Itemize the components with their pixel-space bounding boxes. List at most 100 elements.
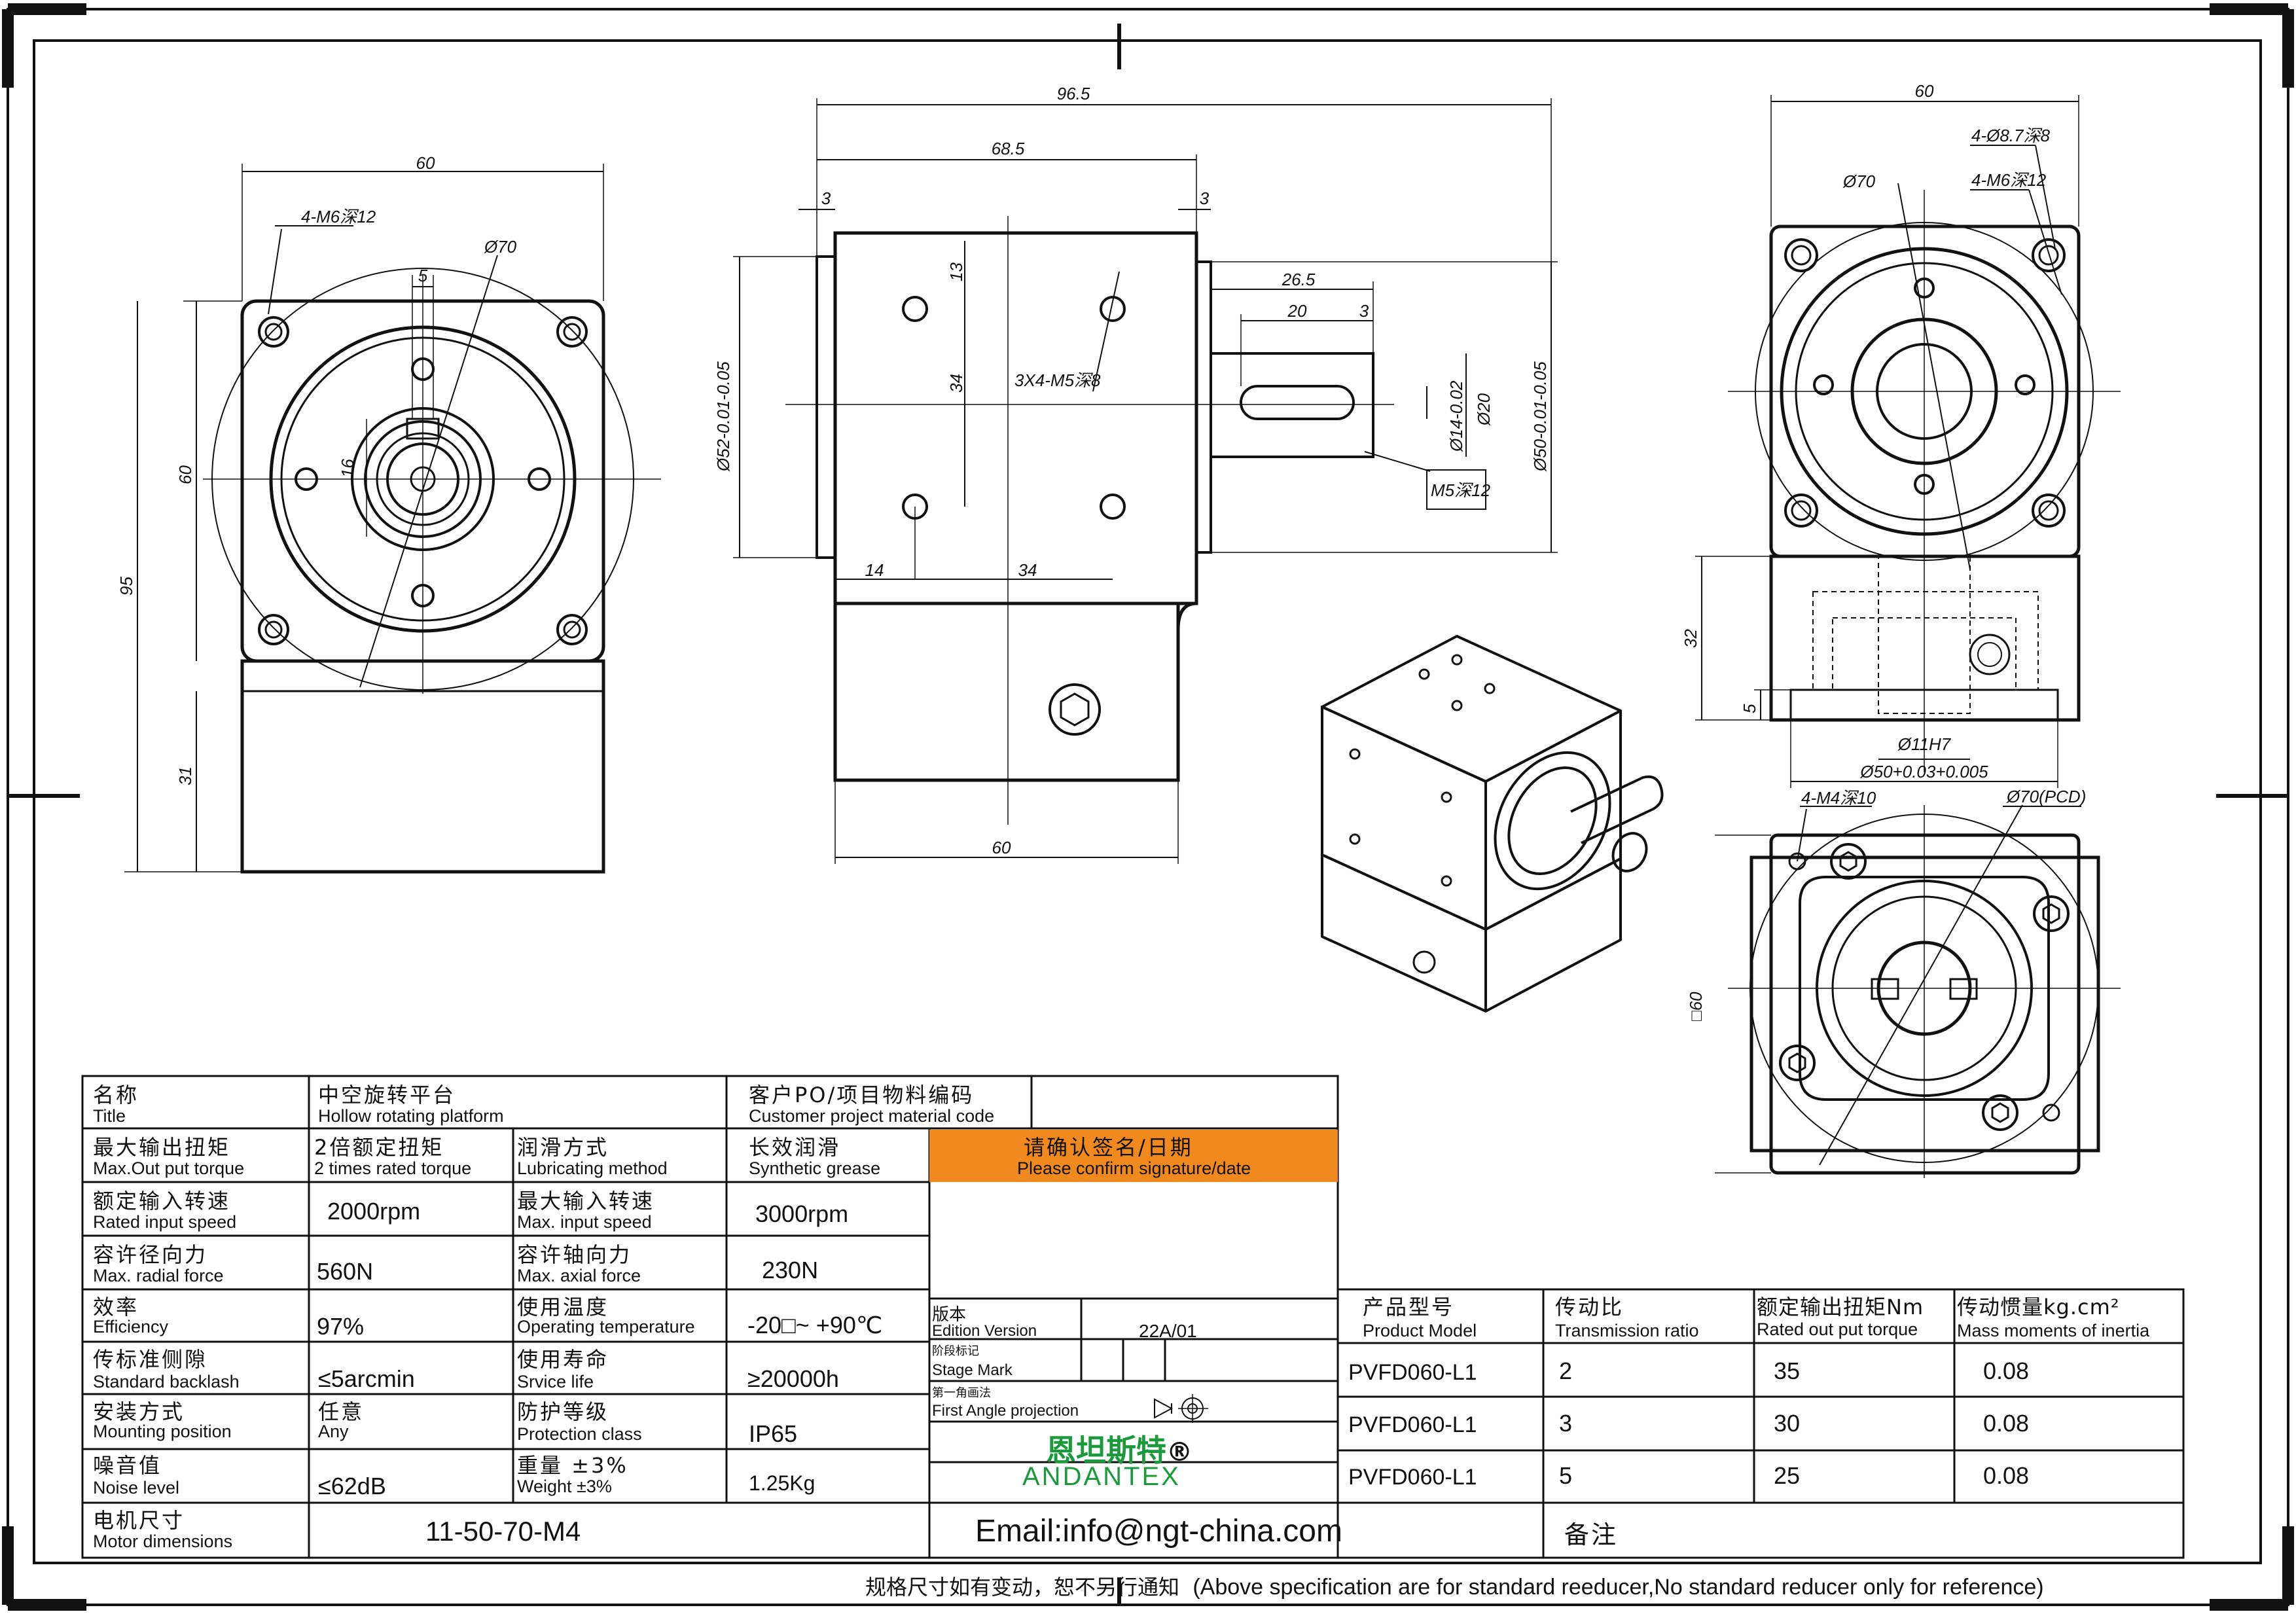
- dim-side-left-gap: 3: [821, 188, 831, 208]
- label-noise-en: Noise level: [93, 1478, 180, 1497]
- row2-ratio: 3: [1559, 1410, 1573, 1437]
- label-temperature-en: Operating temperature: [517, 1317, 695, 1336]
- header-ratio-zh: 传动比: [1555, 1295, 1624, 1319]
- value-backlash: ≤5arcmin: [318, 1365, 415, 1392]
- row3-model: PVFD060-L1: [1348, 1465, 1477, 1490]
- dim-top-h32: 32: [1681, 629, 1700, 648]
- value-lubrication-zh: 长效润滑: [749, 1135, 841, 1160]
- stage-zh: 阶段标记: [932, 1344, 979, 1357]
- label-title-zh: 名称: [93, 1083, 139, 1107]
- dim-side-shaft: 26.5: [1282, 270, 1316, 289]
- label-efficiency-zh: 效率: [93, 1295, 139, 1319]
- projection-en: First Angle projection: [932, 1402, 1079, 1420]
- label-customer-en: Customer project material code: [749, 1106, 995, 1126]
- label-max-speed-en: Max. input speed: [517, 1212, 652, 1232]
- top-view-dims: 60 4-Ø8.7深8 4-M6深12 Ø70 32 5 Ø11H7 Ø50+0…: [1681, 81, 2050, 781]
- label-axial-zh: 容许轴向力: [517, 1242, 632, 1267]
- label-motor-en: Motor dimensions: [93, 1532, 233, 1551]
- dim-side-right-gap: 3: [1200, 188, 1210, 208]
- dim-front-dia70: Ø70: [484, 237, 517, 257]
- edition-en: Edition Version: [932, 1322, 1037, 1340]
- dim-side-dia20: Ø20: [1474, 393, 1494, 426]
- dim-top-width: 60: [1915, 81, 1934, 101]
- row1-model: PVFD060-L1: [1348, 1360, 1477, 1385]
- label-rated-speed-en: Rated input speed: [93, 1212, 237, 1232]
- row3-ratio: 5: [1559, 1462, 1573, 1489]
- top-view: [1695, 95, 2121, 788]
- dim-side-dia52: Ø52-0.01-0.05: [713, 361, 733, 472]
- dim-front-holes: 4-M6深12: [301, 207, 376, 226]
- label-customer-zh: 客户PO/项目物料编码: [749, 1083, 975, 1107]
- label-radial-en: Max. radial force: [93, 1266, 224, 1285]
- label-radial-zh: 容许径向力: [93, 1242, 208, 1267]
- dim-top-holes2: 4-M6深12: [1971, 170, 2047, 190]
- dim-side-key: 20: [1287, 301, 1307, 321]
- header-ratio-en: Transmission ratio: [1555, 1321, 1699, 1340]
- value-lubrication-en: Synthetic grease: [749, 1158, 881, 1178]
- header-torque-en: Rated out put torque: [1757, 1319, 1918, 1339]
- brand-logo-zh: 恩坦斯特®: [1046, 1433, 1193, 1468]
- value-title-zh: 中空旋转平台: [318, 1083, 456, 1107]
- row2-torque: 30: [1774, 1410, 1801, 1437]
- label-backlash-zh: 传标准侧隙: [93, 1347, 208, 1372]
- value-max-torque-zh: 2倍额定扭矩: [314, 1135, 444, 1160]
- label-axial-en: Max. axial force: [517, 1266, 641, 1285]
- footer-note-en: (Above specification are for standard re…: [1193, 1575, 2044, 1600]
- label-lubrication-zh: 润滑方式: [517, 1135, 609, 1160]
- dim-side-bottom: 60: [992, 838, 1011, 857]
- label-protection-zh: 防护等级: [517, 1399, 609, 1424]
- dim-top-h5: 5: [1740, 704, 1759, 713]
- confirm-zh: 请确认签名/日期: [1024, 1135, 1193, 1160]
- value-axial: 230N: [762, 1257, 819, 1283]
- label-backlash-en: Standard backlash: [93, 1372, 240, 1391]
- remark-zh: 备注: [1564, 1520, 1619, 1549]
- label-title-en: Title: [93, 1106, 126, 1126]
- label-max-speed-zh: 最大输入转速: [517, 1189, 655, 1213]
- value-protection: IP65: [749, 1420, 798, 1447]
- value-max-torque-en: 2 times rated torque: [314, 1158, 472, 1178]
- label-life-en: Srvice life: [517, 1372, 594, 1391]
- isometric-view: [1321, 635, 1664, 1013]
- front-view-dims: 60 4-M6深12 Ø70 5 16 60 95 31: [117, 153, 517, 785]
- dim-top-dia11: Ø11H7: [1897, 734, 1952, 754]
- dim-bottom-pcd: Ø70(PCD): [2006, 787, 2086, 806]
- projection-zh: 第一角画法: [932, 1386, 991, 1399]
- value-temperature: -20□~ +90℃: [747, 1312, 883, 1338]
- label-mounting-zh: 安装方式: [93, 1399, 185, 1424]
- dim-side-m5: M5深12: [1431, 480, 1491, 500]
- dim-front-bore: 16: [338, 459, 357, 478]
- brand-registered-mark: ®: [1166, 1437, 1193, 1467]
- value-title-en: Hollow rotating platform: [318, 1106, 504, 1126]
- bottom-view-dims: 4-M4深10 Ø70(PCD) □60: [1686, 787, 2086, 1021]
- label-life-zh: 使用寿命: [517, 1347, 609, 1372]
- dim-front-total: 95: [117, 577, 136, 596]
- value-noise: ≤62dB: [318, 1473, 386, 1499]
- label-max-torque-zh: 最大输出扭矩: [93, 1135, 231, 1160]
- confirm-en: Please confirm signature/date: [1017, 1158, 1251, 1178]
- front-view: [124, 164, 661, 874]
- header-model-zh: 产品型号: [1363, 1295, 1455, 1319]
- label-mounting-en: Mounting position: [93, 1422, 232, 1441]
- dim-front-width: 60: [416, 153, 435, 173]
- header-inertia-en: Mass moments of inertia: [1957, 1321, 2150, 1340]
- dim-top-dia50: Ø50+0.03+0.005: [1859, 762, 1988, 781]
- row2-model: PVFD060-L1: [1348, 1412, 1477, 1437]
- side-view: [733, 98, 1558, 864]
- dim-side-overall: 96.5: [1057, 84, 1090, 103]
- header-torque-zh: 额定输出扭矩Nm: [1757, 1295, 1924, 1319]
- label-max-torque-en: Max.Out put torque: [93, 1158, 245, 1178]
- row3-inertia: 0.08: [1983, 1462, 2030, 1489]
- header-model-en: Product Model: [1363, 1321, 1477, 1340]
- dim-front-base: 31: [175, 766, 195, 785]
- dim-side-h14: 14: [865, 560, 884, 580]
- dim-side-13: 13: [946, 262, 966, 281]
- dim-top-holes: 4-Ø8.7深8: [1971, 126, 2050, 145]
- value-max-speed: 3000rpm: [755, 1200, 849, 1227]
- side-view-dims: 96.5 68.5 3 3 26.5 20 3 13 34 3X4-M5深8 Ø…: [713, 84, 1550, 857]
- label-weight-en: Weight ±3%: [517, 1477, 612, 1496]
- label-lubrication-en: Lubricating method: [517, 1158, 668, 1178]
- header-inertia-zh: 传动惯量kg.cm²: [1957, 1295, 2120, 1319]
- dim-side-holes: 3X4-M5深8: [1014, 370, 1101, 390]
